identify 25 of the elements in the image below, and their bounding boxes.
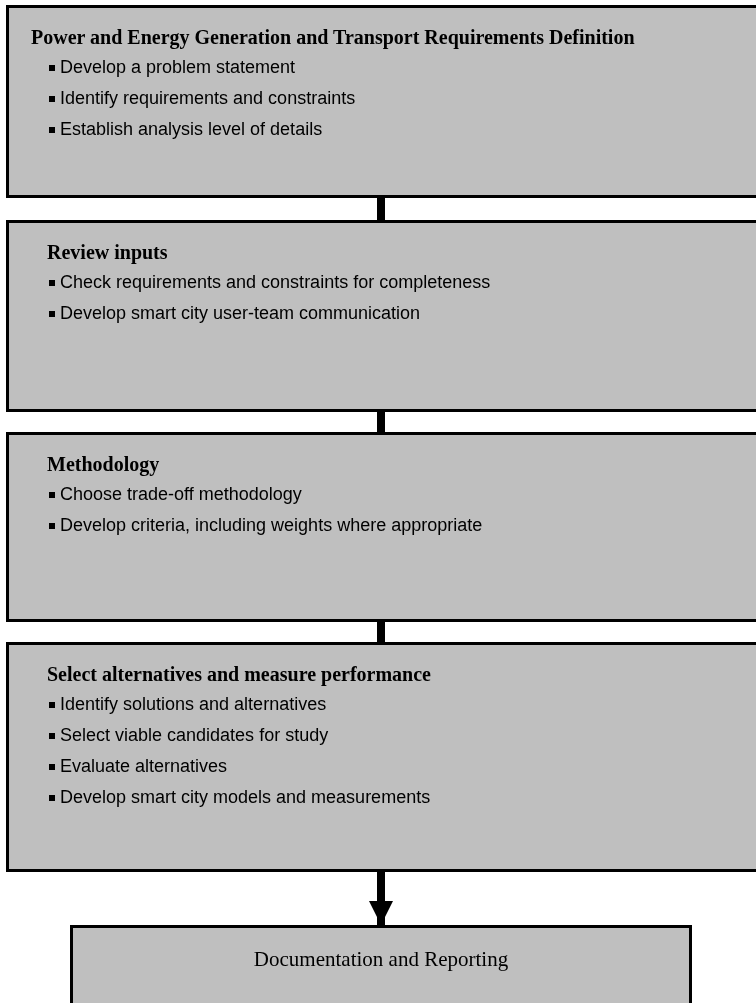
bullet-text: Evaluate alternatives <box>60 755 228 778</box>
box-heading: Select alternatives and measure performance <box>47 663 431 685</box>
bullet-text: Check requirements and constraints for completeness <box>60 271 491 294</box>
process-box <box>70 925 692 1003</box>
box-heading: Methodology <box>47 453 160 475</box>
bullet-text: Choose trade-off methodology <box>60 483 302 506</box>
process-box <box>6 5 756 198</box>
bullet-text: Develop smart city user-team communication <box>60 302 421 325</box>
bullet-text: Identify requirements and constraints <box>60 87 356 110</box>
box-heading: Review inputs <box>47 241 168 263</box>
bullet-text: Develop smart city models and measurements <box>60 786 431 809</box>
process-box <box>6 642 756 872</box>
connector-line <box>377 198 385 220</box>
connector-line <box>377 622 385 642</box>
bullet-text: Select viable candidates for study <box>60 724 329 747</box>
connector-line <box>377 412 385 432</box>
bullet-text: Identify solutions and alternatives <box>60 693 327 716</box>
bullet-text: Establish analysis level of details <box>60 118 323 141</box>
process-box <box>6 220 756 412</box>
box-title: Documentation and Reporting <box>253 946 509 973</box>
process-box <box>6 432 756 622</box>
bullet-text: Develop criteria, including weights where appropriate <box>60 514 483 537</box>
bullet-text: Develop a problem statement <box>60 56 296 79</box>
arrow <box>369 872 393 925</box>
box-heading: Power and Energy Generation and Transport Requirements Definition <box>31 26 635 48</box>
